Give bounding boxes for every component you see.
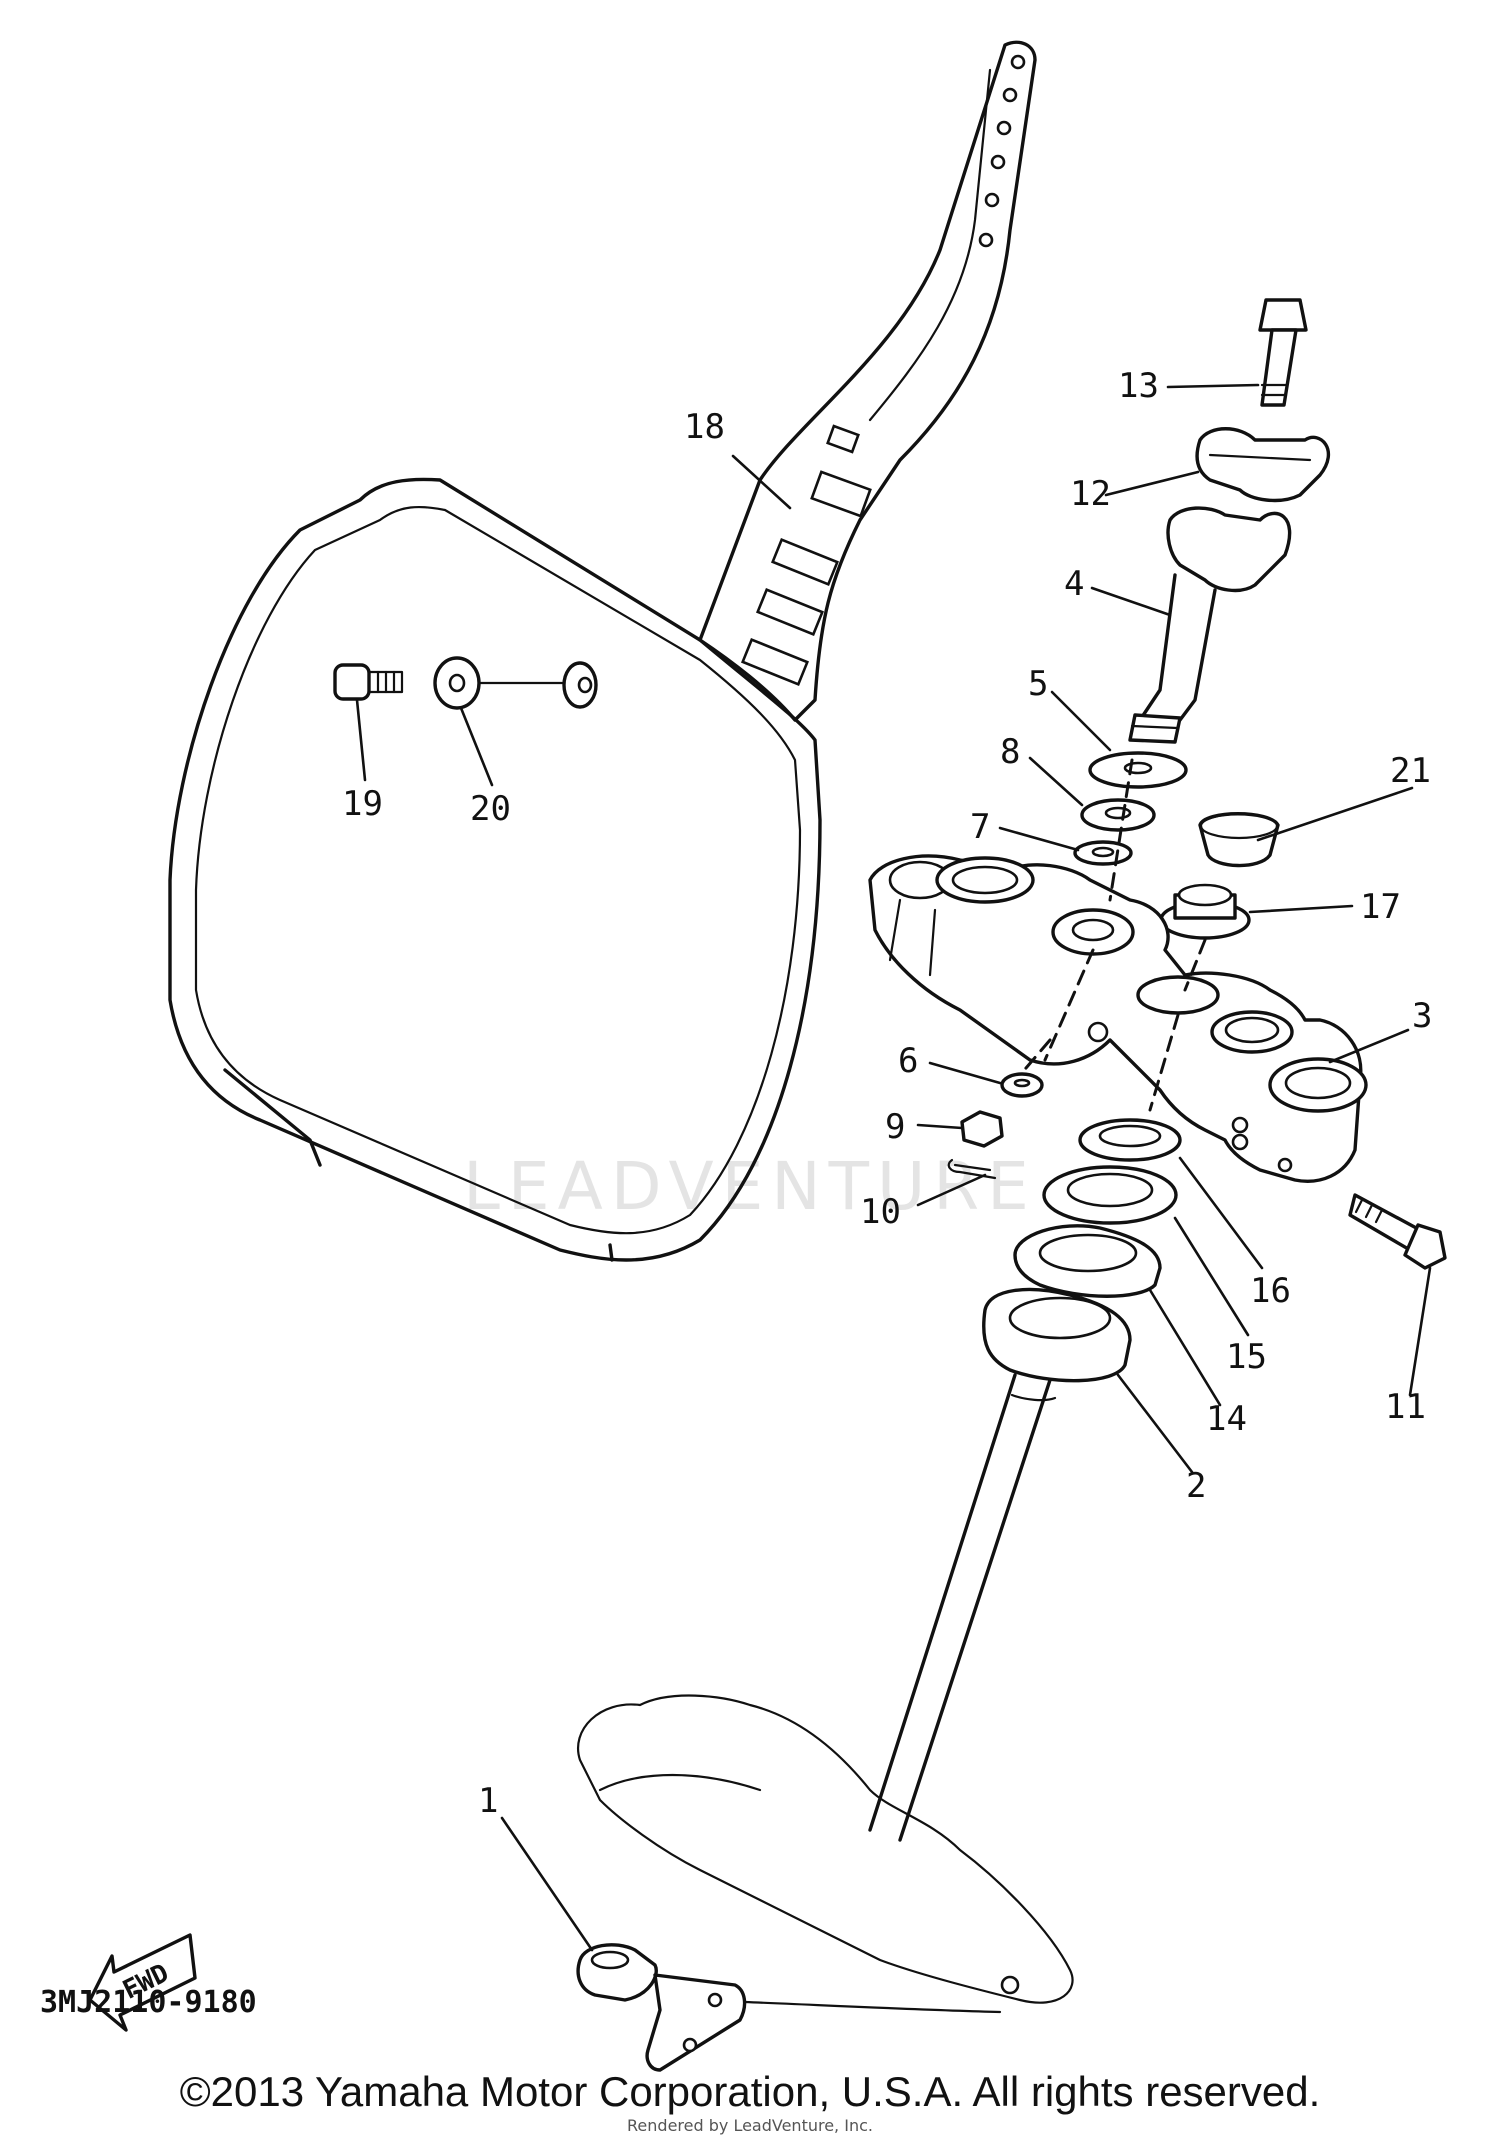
leader-lines [355,383,1432,1952]
callout-12[interactable]: 12 [1070,474,1111,514]
callout-8[interactable]: 8 [1000,732,1020,772]
crown-bracket-part-3[interactable] [868,854,1368,1183]
bolt-part-11[interactable] [1348,1193,1447,1270]
callout-17[interactable]: 17 [1360,887,1401,927]
damper-part-8[interactable] [1080,798,1156,832]
callout-21[interactable]: 21 [1390,751,1431,791]
callouts: 13 12 4 5 8 7 21 17 3 6 9 10 16 15 14 2 … [40,366,1432,2020]
assembly-lines [1018,758,1207,1112]
dust-seal-part-15[interactable] [1042,1165,1178,1225]
callout-9[interactable]: 9 [885,1107,905,1147]
callout-4[interactable]: 4 [1064,564,1084,604]
callout-7[interactable]: 7 [970,807,990,847]
watermark-text: LEADVENTURE [463,1148,1037,1225]
callout-1[interactable]: 1 [478,1781,498,1821]
under-bracket-steering-stem [577,1373,1074,2004]
callout-5[interactable]: 5 [1028,664,1048,704]
callout-13[interactable]: 13 [1118,366,1159,406]
callout-3[interactable]: 3 [1412,996,1432,1036]
nut-part-9[interactable] [960,1110,1004,1148]
number-plate-part-18[interactable] [168,40,1037,1262]
rendered-by-notice: Rendered by LeadVenture, Inc. [627,2116,873,2135]
callout-11[interactable]: 11 [1385,1387,1426,1427]
washer-part-20[interactable] [433,656,598,710]
callout-10[interactable]: 10 [860,1192,901,1232]
callout-14[interactable]: 14 [1206,1399,1247,1439]
washer-part-6[interactable] [1000,1072,1044,1098]
callout-19[interactable]: 19 [342,784,383,824]
collar-part-7[interactable] [1073,840,1133,866]
washer-part-5[interactable] [1088,751,1188,789]
cap-part-21[interactable] [1198,812,1280,868]
bearing-part-2[interactable] [982,1287,1132,1383]
hose-guide-part-1[interactable] [576,1943,1002,2072]
callout-16[interactable]: 16 [1250,1271,1291,1311]
holder-cap-part-12[interactable] [1195,427,1331,503]
bolt-part-13[interactable] [1258,298,1308,407]
callout-2[interactable]: 2 [1186,1466,1206,1506]
callout-18[interactable]: 18 [684,407,725,447]
cotter-pin-part-10[interactable] [947,1158,997,1180]
callout-6[interactable]: 6 [898,1041,918,1081]
nut-part-17[interactable] [1159,883,1251,940]
callout-20[interactable]: 20 [470,789,511,829]
callout-15[interactable]: 15 [1226,1337,1267,1377]
bearing-part-14[interactable] [1013,1224,1162,1298]
holder-lower-part-4[interactable] [1128,506,1292,744]
diagram-code: 3MJ2110-9180 [40,1985,257,2020]
screw-part-19[interactable] [333,663,404,701]
copyright-notice: ©2013 Yamaha Motor Corporation, U.S.A. A… [179,2068,1321,2115]
ball-race-part-16[interactable] [1078,1118,1182,1162]
